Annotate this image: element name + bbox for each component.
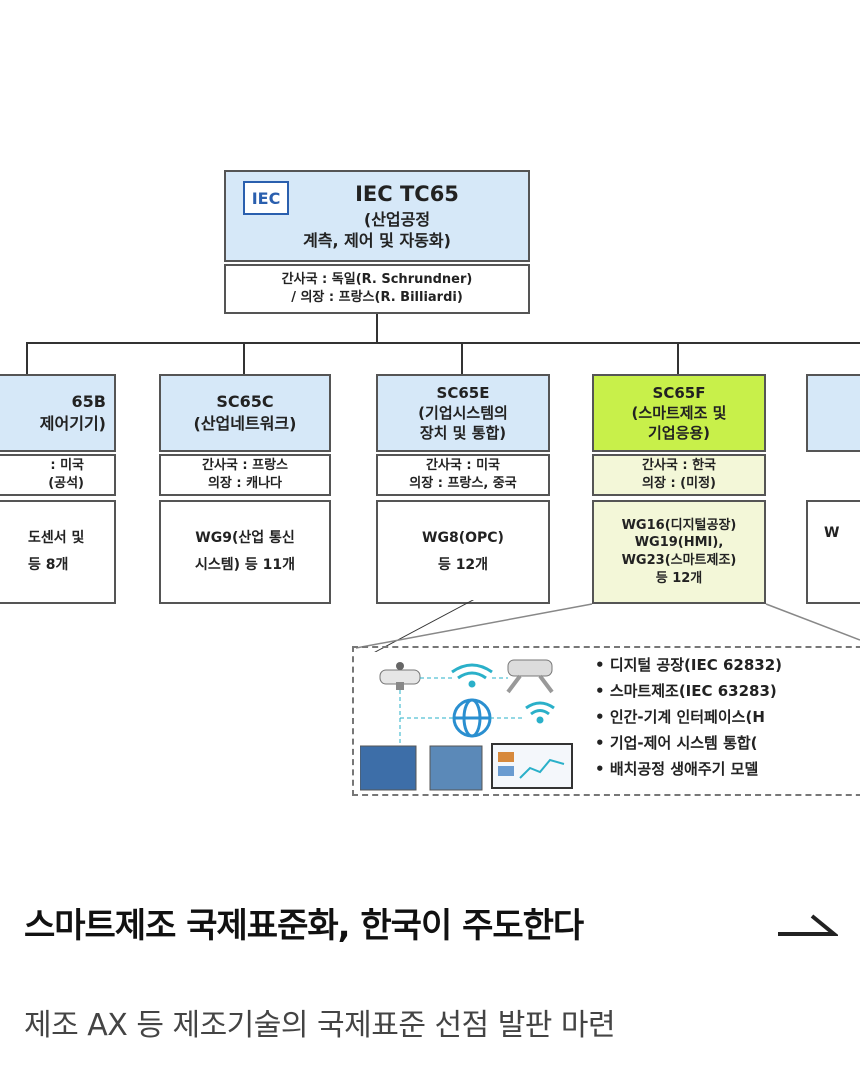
- sc65c-name: (산업네트워크): [193, 414, 297, 433]
- wifi-icon-top: [451, 663, 493, 688]
- sc65c-info-2: 의장 : 캐나다: [207, 476, 283, 491]
- feature-item: 스마트제조(IEC 63283): [595, 678, 782, 704]
- sc65c-info-1: 간사국 : 프랑스: [201, 458, 288, 474]
- sc65b-name: 제어기기): [39, 414, 106, 433]
- sc65f-wg-2: WG19(HMI),: [634, 535, 724, 551]
- feature-item: 기업-제어 시스템 통합(: [595, 730, 782, 756]
- sc65e-code: SC65E: [436, 383, 490, 402]
- connector-drop-1: [26, 342, 28, 374]
- sc65b-info-box: : 미국 (공석): [0, 454, 116, 496]
- sc65f-name-2: 기업응용): [647, 424, 711, 443]
- sc65f-wg-1: WG16(디지털공장): [621, 517, 737, 533]
- arrow-right-icon[interactable]: [776, 910, 838, 940]
- robot-icon-left: [379, 662, 421, 690]
- sc65f-code: SC65F: [652, 383, 706, 402]
- sc65b-box: 65B 제어기기): [0, 374, 116, 452]
- sc65c-code: SC65C: [216, 392, 274, 412]
- sc65e-wg-box: WG8(OPC) 등 12개: [376, 500, 550, 604]
- article-subhead: 제조 AX 등 제조기술의 국제표준 선점 발판 마련: [24, 1008, 616, 1043]
- column5-box: [806, 374, 860, 452]
- tc65-info-box: 간사국 : 독일(R. Schrundner) / 의장 : 프랑스(R. Bi…: [224, 264, 530, 314]
- tc65-subtitle-1: (산업공정: [363, 209, 431, 229]
- smart-factory-illustration: [360, 659, 573, 791]
- robot-icon-right: [506, 659, 554, 694]
- feature-item: 배치공정 생애주기 모델: [595, 756, 782, 782]
- sc65f-box: SC65F (스마트제조 및 기업응용): [592, 374, 766, 452]
- feature-item: 인간-기계 인터페이스(H: [595, 704, 782, 730]
- connector-drop-3: [461, 342, 463, 374]
- monitor-icons: [360, 743, 573, 791]
- sc65f-wg-3: WG23(스마트제조): [621, 553, 737, 568]
- sc65e-wg-1: WG8(OPC): [422, 530, 504, 547]
- sc65f-info-box: 간사국 : 한국 의장 : (미정): [592, 454, 766, 496]
- tc65-info-2: / 의장 : 프랑스(R. Billiardi): [291, 290, 463, 305]
- sc65e-box: SC65E (기업시스템의 장치 및 통합): [376, 374, 550, 452]
- sc65e-info-box: 간사국 : 미국 의장 : 프랑스, 중국: [376, 454, 550, 496]
- sc65f-info-1: 간사국 : 한국: [641, 458, 717, 474]
- sc65c-wg-1: WG9(산업 통신: [195, 530, 295, 547]
- sc65b-wg-1: 도센서 및: [28, 530, 85, 547]
- sc65f-info-2: 의장 : (미정): [642, 476, 716, 491]
- article-headline[interactable]: 스마트제조 국제표준화, 한국이 주도한다: [24, 906, 584, 946]
- sc65f-wg-4: 등 12개: [655, 570, 703, 586]
- sc65b-wg-2: 등 8개: [28, 557, 69, 573]
- connector-vertical: [376, 314, 378, 342]
- feature-list: 디지털 공장(IEC 62832) 스마트제조(IEC 63283) 인간-기계…: [595, 652, 782, 782]
- sc65e-info-2: 의장 : 프랑스, 중국: [409, 476, 517, 491]
- sc65e-name-2: 장치 및 통합): [419, 424, 507, 443]
- sc65e-info-1: 간사국 : 미국: [425, 458, 501, 474]
- globe-icon: [452, 698, 492, 738]
- sc65f-wg-box: WG16(디지털공장) WG19(HMI), WG23(스마트제조) 등 12개: [592, 500, 766, 604]
- sc65c-box: SC65C (산업네트워크): [159, 374, 331, 452]
- tc65-title: IEC TC65: [355, 182, 459, 207]
- sc65e-name: (기업시스템의: [418, 403, 508, 422]
- tc65-info-1: 간사국 : 독일(R. Schrundner): [281, 272, 473, 288]
- iec-logo-icon: IEC: [243, 181, 289, 215]
- connector-drop-2: [243, 342, 245, 374]
- sc65f-name: (스마트제조 및: [631, 403, 727, 422]
- sc65b-info-2: (공석): [48, 476, 84, 491]
- column5-wg-box: W: [806, 500, 860, 604]
- sc65b-code: 65B: [71, 392, 106, 412]
- column5-wg-1: W: [824, 525, 840, 541]
- callout-lines-svg: [355, 603, 860, 649]
- sc65e-wg-2: 등 12개: [437, 557, 489, 573]
- wifi-icon-right: [525, 701, 555, 724]
- callout-line-a: [355, 603, 593, 649]
- connector-drop-4: [677, 342, 679, 374]
- org-chart-image: IEC TC65 (산업공정 계측, 제어 및 자동화) IEC 간사국 : 독…: [0, 0, 860, 820]
- sc65c-wg-box: WG9(산업 통신 시스템) 등 11개: [159, 500, 331, 604]
- callout-line-b: [765, 603, 860, 641]
- tc65-subtitle-2: 계측, 제어 및 자동화): [303, 231, 451, 251]
- connector-horizontal: [26, 342, 860, 344]
- sc65b-wg-box: 도센서 및 등 8개: [0, 500, 116, 604]
- sc65f-detail-box: [352, 646, 860, 796]
- sc65b-info-1: : 미국: [50, 458, 84, 474]
- sc65c-info-box: 간사국 : 프랑스 의장 : 캐나다: [159, 454, 331, 496]
- sc65c-wg-2: 시스템) 등 11개: [194, 557, 296, 573]
- feature-item: 디지털 공장(IEC 62832): [595, 652, 782, 678]
